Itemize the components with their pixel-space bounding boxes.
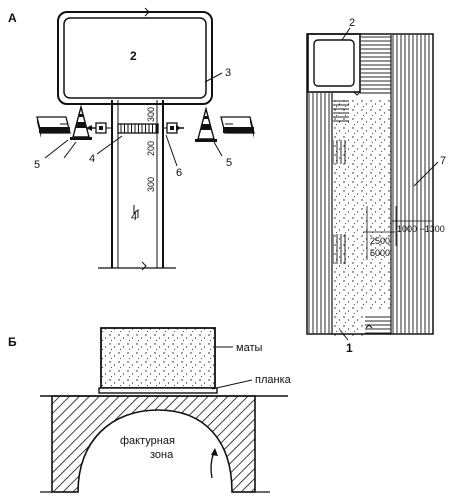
panel-a-letter: А xyxy=(8,11,17,25)
bar-number-label: 4 xyxy=(89,153,95,165)
dim-2500: 2500 xyxy=(370,236,390,246)
arch-body xyxy=(51,395,256,493)
cone-left xyxy=(70,104,92,140)
section-strip: 2 1000 −1300 2500 5000 7 xyxy=(306,17,446,355)
plank-bar xyxy=(98,387,218,394)
panel-b-letter: Б xyxy=(8,335,17,349)
marker-number-label: 6 xyxy=(176,167,182,179)
road-strip: 4 xyxy=(98,100,176,271)
panel-b: Б маты планка фактурная зона xyxy=(8,327,292,493)
mats-box xyxy=(100,327,216,389)
strip-base-number-label: 1 xyxy=(346,341,353,355)
strip-layer-number-label: 7 xyxy=(440,155,446,167)
cone-right xyxy=(195,106,217,142)
dimension-marks: 300 200 300 xyxy=(146,107,156,192)
zone-label-line-1: фактурная xyxy=(120,435,175,447)
block-left-number-label: 5 xyxy=(34,159,40,171)
right-assembly: 5 xyxy=(163,106,255,169)
block-right xyxy=(220,116,255,138)
dim-300-bottom: 300 xyxy=(146,177,156,192)
left-assembly: 5 xyxy=(34,104,112,171)
main-block: 2 3 xyxy=(57,7,231,105)
edge-number-label: 3 xyxy=(225,67,231,79)
dim-200: 200 xyxy=(146,141,156,156)
block-number-label: 2 xyxy=(130,49,137,63)
zone-label-line-2: зона xyxy=(150,449,174,461)
dim-300-top: 300 xyxy=(146,107,156,122)
block-right-number-label: 5 xyxy=(226,157,232,169)
panel-a: А 4 2 3 4 6 xyxy=(8,7,255,271)
curved-arrow-icon xyxy=(210,451,215,479)
mats-label: маты xyxy=(236,342,262,354)
strip-dimensions: 1000 −1300 2500 5000 xyxy=(363,206,445,260)
bar-ticks xyxy=(120,124,157,133)
bar-element: 4 6 xyxy=(89,123,182,179)
dim-5000: 5000 xyxy=(370,248,390,258)
dim-1000-1300: 1000 −1300 xyxy=(397,224,445,234)
road-number-label: 4 xyxy=(131,211,137,223)
block-left xyxy=(36,116,71,138)
strip-block-number-label: 2 xyxy=(349,17,355,29)
plank-label: планка xyxy=(255,374,292,386)
